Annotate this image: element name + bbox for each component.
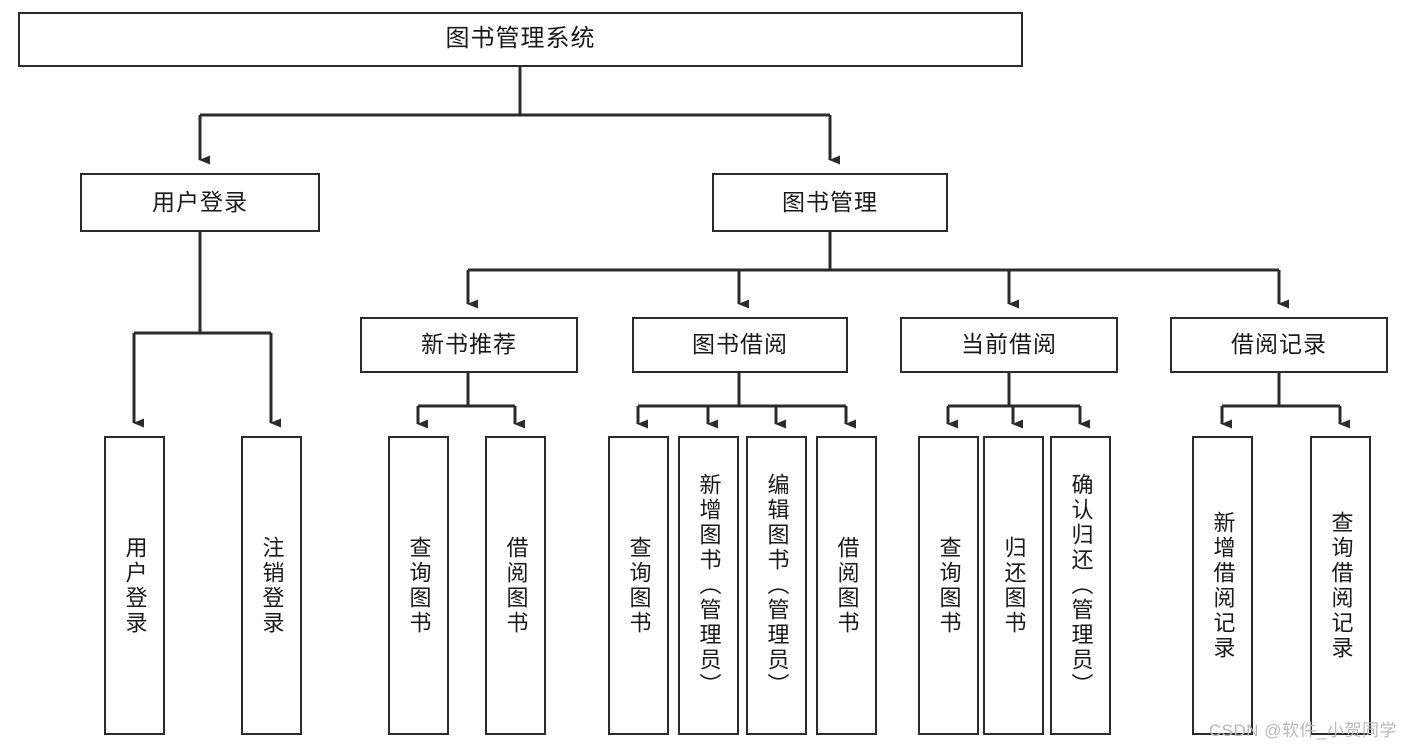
leaf-add-borrow-record[interactable]: 新增借阅记录: [1192, 436, 1253, 735]
leaf-label: 借阅图书: [503, 535, 529, 636]
node-borrow-record[interactable]: 借阅记录: [1170, 317, 1388, 373]
node-book-borrow[interactable]: 图书借阅: [632, 317, 848, 373]
leaf-borrow-book-2[interactable]: 借阅图书: [816, 436, 877, 735]
leaf-label: 用户登录: [122, 535, 148, 636]
watermark-text: CSDN @软件_小贺同学: [1208, 721, 1397, 740]
leaf-query-borrow-record[interactable]: 查询借阅记录: [1310, 436, 1371, 735]
leaf-label: 查询图书: [626, 535, 652, 636]
leaf-label: 查询借阅记录: [1328, 510, 1354, 661]
node-current-borrow[interactable]: 当前借阅: [900, 317, 1118, 373]
node-root-system[interactable]: 图书管理系统: [18, 12, 1023, 67]
node-user-login[interactable]: 用户登录: [80, 173, 320, 232]
leaf-label: 借阅图书: [834, 535, 860, 636]
leaf-user-login[interactable]: 用户登录: [104, 436, 165, 735]
leaf-borrow-book-1[interactable]: 借阅图书: [485, 436, 546, 735]
leaf-label: 归还图书: [1001, 535, 1027, 636]
node-book-management[interactable]: 图书管理: [712, 173, 948, 232]
leaf-label: 新增图书（管理员）: [696, 473, 722, 698]
leaf-add-book-admin[interactable]: 新增图书（管理员）: [678, 436, 739, 735]
leaf-label: 查询图书: [936, 535, 962, 636]
leaf-query-book-3[interactable]: 查询图书: [918, 436, 979, 735]
leaf-label: 新增借阅记录: [1210, 510, 1236, 661]
leaf-query-book-2[interactable]: 查询图书: [608, 436, 669, 735]
leaf-return-book[interactable]: 归还图书: [983, 436, 1044, 735]
leaf-label: 确认归还（管理员）: [1068, 473, 1094, 698]
leaf-query-book-1[interactable]: 查询图书: [388, 436, 449, 735]
leaf-logout[interactable]: 注销登录: [241, 436, 302, 735]
leaf-label: 注销登录: [259, 535, 285, 636]
leaf-label: 查询图书: [406, 535, 432, 636]
node-new-book-recommend[interactable]: 新书推荐: [360, 317, 578, 373]
leaf-label: 编辑图书（管理员）: [764, 473, 790, 698]
leaf-confirm-return-admin[interactable]: 确认归还（管理员）: [1050, 436, 1111, 735]
leaf-edit-book-admin[interactable]: 编辑图书（管理员）: [746, 436, 807, 735]
